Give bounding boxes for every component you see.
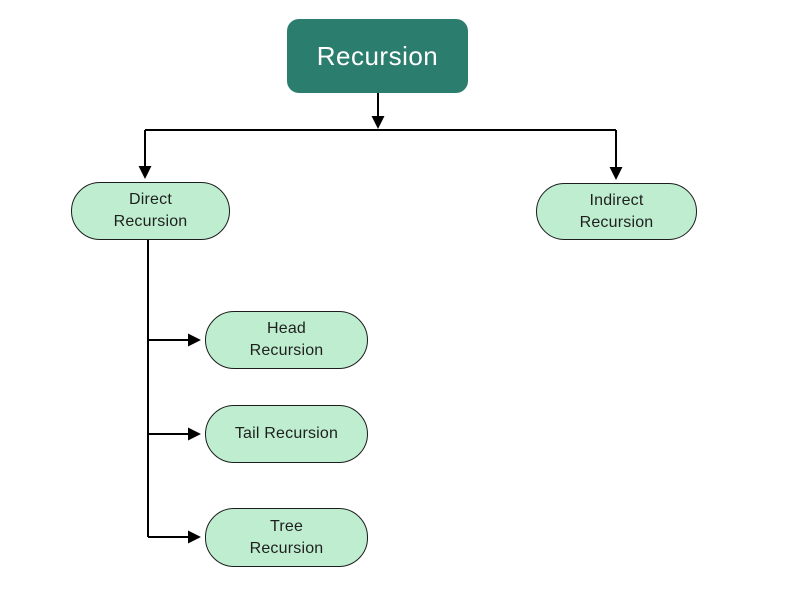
node-indirect-recursion-label: Indirect Recursion	[579, 191, 654, 231]
node-recursion: Recursion	[287, 19, 468, 93]
node-tree-recursion: Tree Recursion	[205, 508, 368, 567]
node-tail-recursion-label: Tail Recursion	[234, 425, 339, 443]
node-tail-recursion: Tail Recursion	[205, 405, 368, 463]
node-recursion-label: Recursion	[316, 40, 439, 71]
node-head-recursion: Head Recursion	[205, 311, 368, 369]
node-tree-recursion-label: Tree Recursion	[249, 517, 324, 557]
node-direct-recursion-label: Direct Recursion	[113, 191, 188, 230]
node-head-recursion-label: Head Recursion	[249, 320, 324, 359]
node-direct-recursion: Direct Recursion	[71, 182, 230, 240]
node-indirect-recursion: Indirect Recursion	[536, 183, 697, 240]
